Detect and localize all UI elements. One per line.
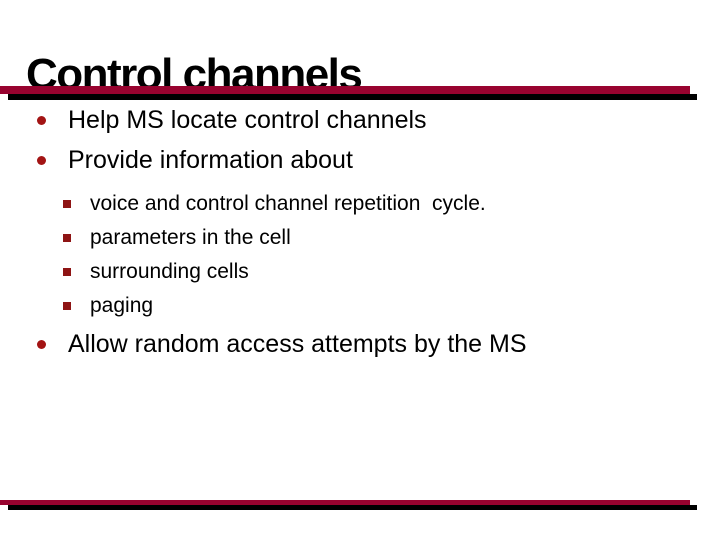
- sub-bullet-text: paging: [90, 294, 154, 317]
- sub-bullet-text: voice and control channel repetition cyc…: [90, 192, 486, 215]
- bullet-text: Help MS locate control channels: [68, 106, 427, 134]
- bullet-square-icon: [63, 302, 71, 310]
- sub-bullet-text: parameters in the cell: [90, 226, 291, 249]
- footer-rule-black: [8, 505, 697, 510]
- sub-bullet-item: parameters in the cell: [63, 225, 291, 250]
- sub-bullet-text: surrounding cells: [90, 260, 249, 283]
- bullet-disc-icon: [37, 340, 46, 349]
- sub-bullet-item: voice and control channel repetition cyc…: [63, 191, 486, 216]
- sub-bullet-item: surrounding cells: [63, 259, 249, 284]
- title-rule-black: [8, 94, 697, 100]
- bullet-text: Allow random access attempts by the MS: [68, 330, 527, 358]
- bullet-text: Provide information about: [68, 146, 353, 174]
- bullet-square-icon: [63, 200, 71, 208]
- bullet-item: Help MS locate control channels: [37, 105, 427, 135]
- title-rule-red: [0, 86, 690, 94]
- bullet-disc-icon: [37, 116, 46, 125]
- bullet-square-icon: [63, 268, 71, 276]
- bullet-item: Provide information about: [37, 145, 353, 175]
- sub-bullet-item: paging: [63, 293, 153, 318]
- bullet-square-icon: [63, 234, 71, 242]
- footer-rule-red: [0, 500, 690, 505]
- bullet-item: Allow random access attempts by the MS: [37, 329, 527, 359]
- bullet-disc-icon: [37, 156, 46, 165]
